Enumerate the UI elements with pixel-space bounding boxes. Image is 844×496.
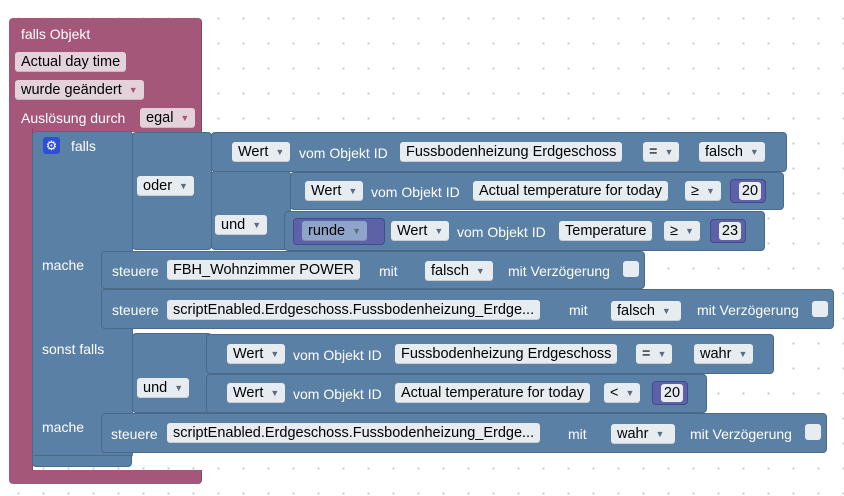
chevron-down-icon: ▼ <box>174 383 184 393</box>
and-operator-dropdown[interactable]: und▼ <box>215 215 268 235</box>
chevron-down-icon: ▼ <box>625 388 635 398</box>
boolean-value-dropdown[interactable]: falsch▼ <box>425 261 493 281</box>
compare-operator-dropdown[interactable]: <▼ <box>604 383 641 403</box>
if-block-bottom <box>32 455 132 467</box>
gear-icon[interactable]: ⚙ <box>43 137 60 154</box>
control-label: steuere <box>111 426 158 442</box>
chevron-down-icon: ▼ <box>655 429 665 439</box>
chevron-down-icon: ▼ <box>348 186 358 196</box>
delay-checkbox[interactable] <box>623 261 639 277</box>
compare-operator-dropdown[interactable]: ≥▼ <box>685 181 721 201</box>
object-id-field[interactable]: Actual temperature for today <box>473 181 668 201</box>
chevron-down-icon: ▼ <box>252 220 262 230</box>
number-field[interactable]: 23 <box>719 222 741 240</box>
delay-checkbox[interactable] <box>805 424 821 440</box>
trigger-by-label: Auslösung durch <box>21 110 126 126</box>
and-operator-dropdown[interactable]: und▼ <box>137 378 190 398</box>
control-block-2[interactable] <box>101 289 834 329</box>
property-dropdown[interactable]: Wert▼ <box>391 221 450 241</box>
trigger-block-spine <box>9 128 33 474</box>
chevron-down-icon: ▼ <box>128 85 138 95</box>
object-id-field[interactable]: Fussbodenheizung Erdgeschoss <box>395 344 618 364</box>
chevron-down-icon: ▼ <box>270 388 280 398</box>
number-field[interactable]: 20 <box>661 384 683 402</box>
object-id-field[interactable]: Actual temperature for today <box>395 383 590 403</box>
round-operator-dropdown[interactable]: runde▼ <box>302 221 368 241</box>
control-object-field[interactable]: scriptEnabled.Erdgeschoss.Fussbodenheizu… <box>167 423 541 443</box>
compare-operator-dropdown[interactable]: =▼ <box>636 344 673 364</box>
delay-label: mit Verzögerung <box>690 426 792 442</box>
property-dropdown[interactable]: Wert▼ <box>232 142 291 162</box>
and-block-1[interactable] <box>211 171 291 250</box>
control-label: steuere <box>112 263 159 279</box>
chevron-down-icon: ▼ <box>664 147 674 157</box>
and-block-2[interactable] <box>132 333 212 413</box>
control-with-label: mit <box>379 263 398 279</box>
compare-operator-dropdown[interactable]: ≥▼ <box>664 221 700 241</box>
chevron-down-icon: ▼ <box>657 349 667 359</box>
control-label: steuere <box>112 302 159 318</box>
trigger-condition-dropdown[interactable]: wurde geändert▼ <box>15 80 144 100</box>
if-mache-label-2: mache <box>42 419 85 435</box>
if-mache-label-1: mache <box>42 257 85 273</box>
if-sonst-falls-label: sonst falls <box>42 341 105 357</box>
number-block[interactable]: 20 <box>730 179 766 203</box>
chevron-down-icon: ▼ <box>749 147 759 157</box>
trigger-object-field[interactable]: Actual day time <box>15 52 127 72</box>
trigger-title: falls Objekt <box>21 26 91 42</box>
trigger-block-footer <box>9 470 202 484</box>
object-id-field[interactable]: Fussbodenheizung Erdgeschoss <box>400 142 623 162</box>
control-object-field[interactable]: FBH_Wohnzimmer POWER <box>167 260 361 280</box>
object-id-label: vom Objekt ID <box>457 224 546 240</box>
chevron-down-icon: ▼ <box>275 147 285 157</box>
number-block[interactable]: 20 <box>652 381 688 405</box>
chevron-down-icon: ▼ <box>179 181 188 191</box>
chevron-down-icon: ▼ <box>738 349 748 359</box>
delay-label: mit Verzögerung <box>508 263 610 279</box>
object-id-label: vom Objekt ID <box>293 386 382 402</box>
chevron-down-icon: ▼ <box>705 186 715 196</box>
control-with-label: mit <box>568 426 587 442</box>
control-with-label: mit <box>569 302 588 318</box>
property-dropdown[interactable]: Wert▼ <box>227 383 286 403</box>
property-dropdown[interactable]: Wert▼ <box>305 181 364 201</box>
compare-operator-dropdown[interactable]: =▼ <box>643 142 680 162</box>
object-id-label: vom Objekt ID <box>293 347 382 363</box>
chevron-down-icon: ▼ <box>684 226 694 236</box>
boolean-value-dropdown[interactable]: wahr▼ <box>694 344 754 364</box>
number-block[interactable]: 23 <box>710 219 746 243</box>
number-field[interactable]: 20 <box>739 182 761 200</box>
delay-checkbox[interactable] <box>812 301 828 317</box>
or-operator-dropdown[interactable]: oder▼ <box>137 176 194 196</box>
chevron-down-icon: ▼ <box>352 226 362 236</box>
chevron-down-icon: ▼ <box>434 226 444 236</box>
if-falls-label: falls <box>71 138 96 154</box>
trigger-by-dropdown[interactable]: egal▼ <box>140 108 196 128</box>
boolean-value-dropdown[interactable]: wahr▼ <box>611 424 675 444</box>
boolean-value-dropdown[interactable]: falsch▼ <box>611 301 681 321</box>
property-dropdown[interactable]: Wert▼ <box>227 344 286 364</box>
boolean-value-dropdown[interactable]: falsch▼ <box>699 142 765 162</box>
chevron-down-icon: ▼ <box>180 113 190 123</box>
object-id-label: vom Objekt ID <box>371 184 460 200</box>
object-id-field[interactable]: Temperature <box>559 221 653 241</box>
object-id-label: vom Objekt ID <box>299 145 388 161</box>
chevron-down-icon: ▼ <box>475 266 485 276</box>
chevron-down-icon: ▼ <box>661 306 671 316</box>
control-object-field[interactable]: scriptEnabled.Erdgeschoss.Fussbodenheizu… <box>167 300 541 320</box>
delay-label: mit Verzögerung <box>697 302 799 318</box>
chevron-down-icon: ▼ <box>270 349 280 359</box>
